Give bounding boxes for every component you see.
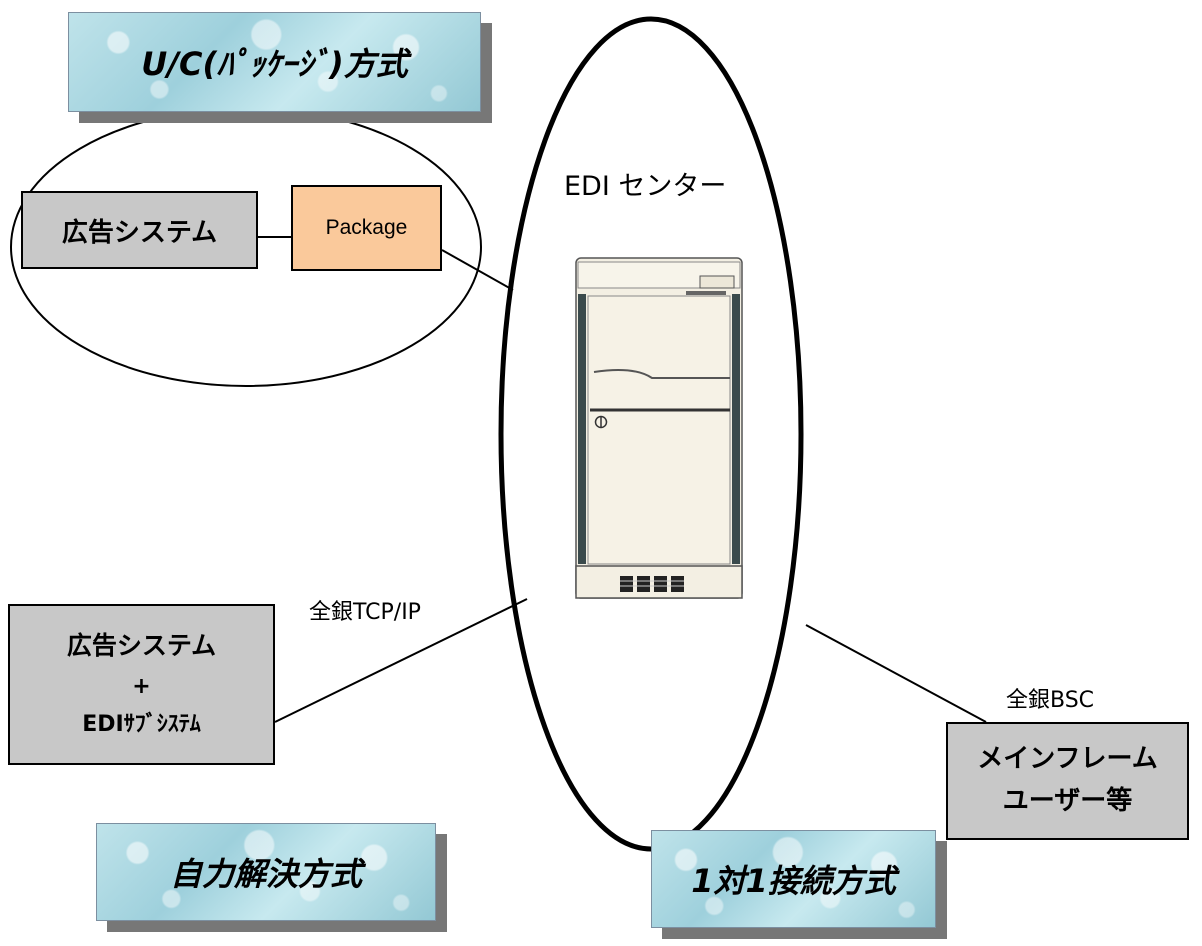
edi-subsystem-line: EDIｻﾌﾞｼｽﾃﾑ xyxy=(82,712,201,738)
mainframe-user-box: メインフレーム ユーザー等 xyxy=(946,722,1189,840)
ad-system-label: 広告システム xyxy=(61,217,218,248)
ad-edi-subsystem-box: 広告システム + EDIｻﾌﾞｼｽﾃﾑ xyxy=(8,604,275,765)
ad-system-line: 広告システム xyxy=(66,631,217,661)
users-line: ユーザー等 xyxy=(1002,786,1133,816)
ad-system-box: 広告システム xyxy=(21,191,258,269)
plus-line: + xyxy=(132,673,151,699)
tcpip-connector xyxy=(274,598,528,723)
self-solution-title: 自力解決方式 xyxy=(96,823,436,921)
uc-package-title: U/C(ﾊﾟｯｹｰｼﾞ)方式 xyxy=(68,12,481,112)
uc-package-title-text: U/C(ﾊﾟｯｹｰｼﾞ)方式 xyxy=(141,45,408,83)
bsc-protocol-label: 全銀BSC xyxy=(1006,688,1095,713)
tcpip-protocol-label: 全銀TCP/IP xyxy=(309,600,421,625)
bsc-connector xyxy=(805,624,987,723)
mainframe-line: メインフレーム xyxy=(977,744,1158,775)
self-solution-title-text: 自力解決方式 xyxy=(169,855,362,893)
package-box: Package xyxy=(291,185,442,271)
one-to-one-title-text: 1対1接続方式 xyxy=(691,862,896,900)
server-icon xyxy=(575,257,743,599)
package-label: Package xyxy=(325,216,408,239)
edi-center-label: EDI センター xyxy=(564,171,727,202)
one-to-one-title: 1対1接続方式 xyxy=(651,830,936,928)
